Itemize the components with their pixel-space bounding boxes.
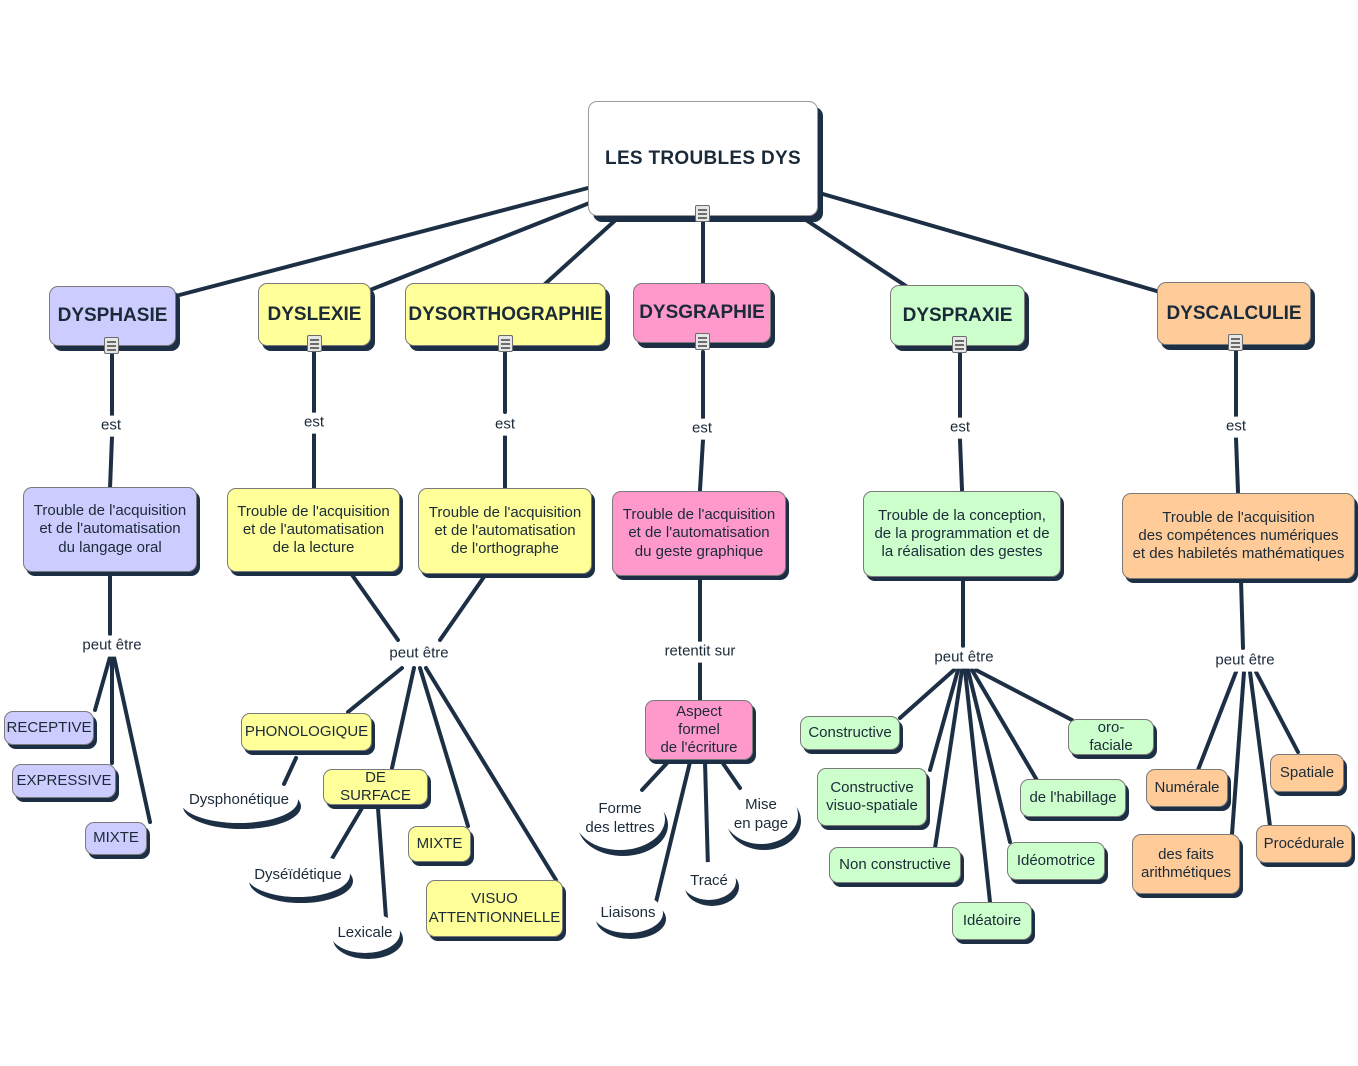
definition-dyscalculie[interactable]: Trouble de l'acquisition des compétences… — [1122, 493, 1355, 579]
link-label-retentit-sur: retentit sur — [661, 641, 739, 663]
type-de-surface[interactable]: DE SURFACE — [323, 769, 428, 805]
link-label-est: est — [300, 412, 328, 434]
definition-dysorthographie[interactable]: Trouble de l'acquisition et de l'automat… — [418, 488, 592, 574]
link-label-est: est — [946, 417, 974, 439]
node-dysphasie[interactable]: DYSPHASIE — [49, 286, 176, 346]
note-icon[interactable] — [1228, 334, 1243, 351]
type-mixte[interactable]: MIXTE — [85, 822, 147, 855]
note-icon[interactable] — [695, 333, 710, 350]
note-icon[interactable] — [307, 335, 322, 352]
subtype-dyseidetique[interactable]: Dyséïdétique — [246, 853, 350, 897]
definition-dysgraphie[interactable]: Trouble de l'acquisition et de l'automat… — [612, 491, 786, 576]
node-dysgraphie-label: DYSGRAPHIE — [639, 302, 765, 324]
link-label-est: est — [97, 415, 125, 437]
type-phonologique[interactable]: PHONOLOGIQUE — [241, 713, 372, 751]
type-constructive[interactable]: Constructive — [800, 716, 900, 750]
link-label-peut-etre: peut être — [1212, 650, 1278, 672]
root-node[interactable]: LES TROUBLES DYS — [588, 101, 818, 216]
node-dyspraxie[interactable]: DYSPRAXIE — [890, 285, 1025, 346]
link-label-est: est — [1222, 416, 1250, 438]
type-expressive[interactable]: EXPRESSIVE — [12, 764, 116, 798]
element-mise-en-page[interactable]: Mise en page — [724, 786, 798, 844]
type-mixte-lecture[interactable]: MIXTE — [408, 826, 471, 862]
definition-dyspraxie[interactable]: Trouble de la conception, de la programm… — [863, 491, 1061, 577]
type-oro-faciale[interactable]: oro-faciale — [1068, 719, 1154, 755]
subtype-dysphonetique[interactable]: Dysphonétique — [180, 778, 298, 823]
link-label-est: est — [491, 414, 519, 436]
type-constructive-visuo-spatiale[interactable]: Constructive visuo-spatiale — [817, 768, 927, 826]
type-faits-arithmetiques[interactable]: des faits arithmétiques — [1132, 834, 1240, 894]
link-label-est: est — [688, 418, 716, 440]
link-label-peut-etre: peut être — [931, 647, 997, 669]
definition-dyslexie[interactable]: Trouble de l'acquisition et de l'automat… — [227, 488, 400, 572]
type-numerale[interactable]: Numérale — [1146, 769, 1228, 807]
type-spatiale[interactable]: Spatiale — [1270, 754, 1344, 792]
root-title: LES TROUBLES DYS — [605, 147, 801, 169]
node-dyslexie-label: DYSLEXIE — [267, 303, 362, 325]
node-dyscalculie-label: DYSCALCULIE — [1166, 302, 1302, 324]
type-habillage[interactable]: de l'habillage — [1020, 779, 1126, 817]
node-dysphasie-label: DYSPHASIE — [57, 305, 168, 327]
element-liaisons[interactable]: Liaisons — [593, 893, 663, 933]
type-receptive[interactable]: RECEPTIVE — [4, 711, 94, 745]
type-visuo-attentionnelle[interactable]: VISUO ATTENTIONNELLE — [426, 880, 563, 937]
node-dysorthographie-label: DYSORTHOGRAPHIE — [408, 303, 603, 325]
note-icon[interactable] — [104, 337, 119, 354]
note-icon[interactable] — [952, 336, 967, 353]
aspect-formel-ecriture[interactable]: Aspect formel de l'écriture — [645, 700, 753, 760]
subtype-lexicale[interactable]: Lexicale — [330, 913, 400, 953]
definition-dysphasie[interactable]: Trouble de l'acquisition et de l'automat… — [23, 487, 197, 572]
link-label-peut-etre: peut être — [79, 635, 145, 657]
node-dyslexie[interactable]: DYSLEXIE — [258, 283, 371, 346]
note-icon[interactable] — [498, 335, 513, 352]
type-ideatoire[interactable]: Idéatoire — [952, 902, 1032, 940]
node-dyspraxie-label: DYSPRAXIE — [902, 304, 1013, 326]
element-forme-des-lettres[interactable]: Forme des lettres — [575, 788, 665, 850]
note-icon[interactable] — [695, 205, 710, 222]
link-label-peut-etre: peut être — [386, 643, 452, 665]
type-non-constructive[interactable]: Non constructive — [829, 847, 961, 883]
element-trace[interactable]: Tracé — [682, 862, 736, 900]
type-procedurale[interactable]: Procédurale — [1256, 825, 1352, 863]
type-ideomotrice[interactable]: Idéomotrice — [1007, 842, 1105, 880]
